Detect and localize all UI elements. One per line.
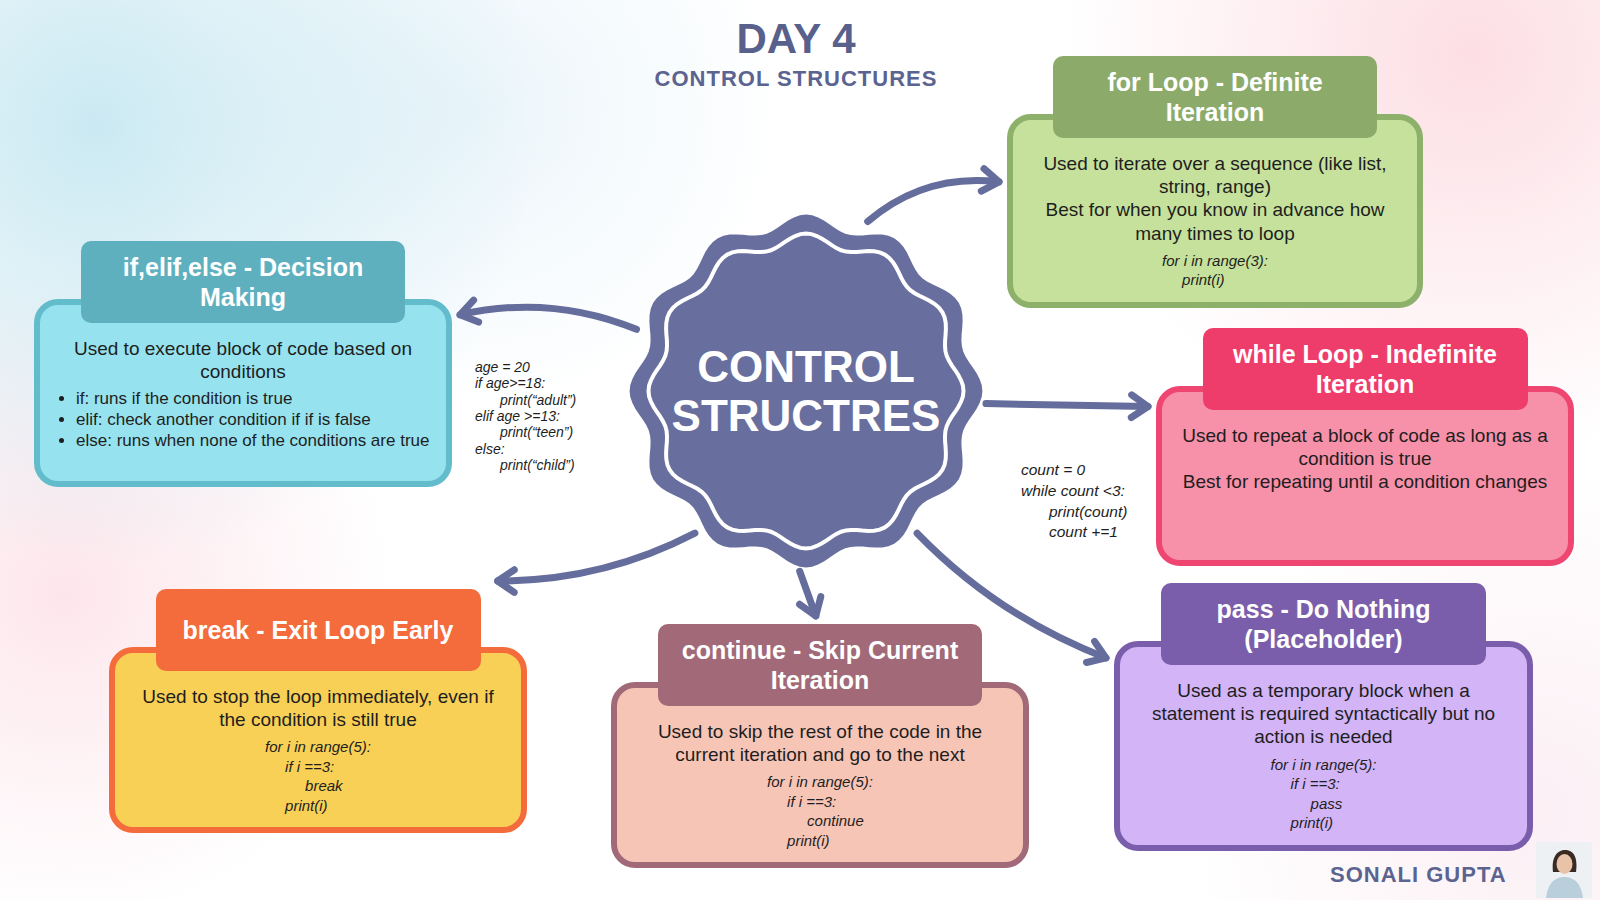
card-heading-tab: for Loop - Definite Iteration [1053,56,1377,138]
photo-body [1546,877,1583,898]
card-heading: if,elif,else - Decision Making [93,252,393,313]
connector-arrow [460,300,637,329]
card-heading: continue - Skip Current Iteration [670,635,970,696]
card-body: Used to execute block of code based on c… [34,299,452,487]
connector-arrow [800,571,821,616]
topic-card: continue - Skip Current IterationUsed to… [611,624,1029,868]
card-heading-tab: if,elif,else - Decision Making [81,241,405,323]
badge-outline [630,215,983,568]
description-text: Used to stop the loop immediately, even … [129,685,507,731]
connector-line [498,533,695,581]
card-heading: break - Exit Loop Early [183,615,454,646]
code-line: print(i) [1271,813,1377,833]
arrow-head [460,300,479,322]
code-line: count = 0 [1021,461,1085,480]
card-heading: pass - Do Nothing (Placeholder) [1173,594,1474,655]
code-line: print(“teen”) [500,424,573,441]
author-photo [1536,842,1592,898]
code-line: continue [767,811,873,831]
card-body: Used to stop the loop immediately, even … [109,647,527,833]
card-body: Used as a temporary block when a stateme… [1114,641,1533,851]
code-line: if age>=18: [475,375,545,392]
connector-line [868,180,999,221]
card-heading: for Loop - Definite Iteration [1065,67,1365,128]
connector-line [460,307,637,329]
code-line: for i in range(5): [1271,755,1377,775]
topic-card: while Loop - Indefinite IterationUsed to… [1156,328,1574,566]
card-heading-tab: continue - Skip Current Iteration [658,624,982,706]
badge-title: CONTROL STRUCTRES [656,342,956,441]
bullet-item: else: runs when none of the conditions a… [76,431,432,452]
author-name: SONALI GUPTA [1330,862,1507,888]
code-block: for i in range(3):print(i) [1162,251,1268,290]
connector-arrow [986,395,1148,418]
card-body: Used to repeat a block of code as long a… [1156,386,1574,566]
code-line: age = 20 [475,359,530,376]
code-line: print(“child”) [500,457,575,474]
card-heading-tab: pass - Do Nothing (Placeholder) [1161,583,1486,665]
description-text: Used to iterate over a sequence (like li… [1027,152,1403,198]
code-line: print(count) [1049,503,1127,522]
description-text: Used to execute block of code based on c… [54,337,432,383]
topic-card: break - Exit Loop EarlyUsed to stop the … [109,589,527,833]
connector-arrow [498,533,695,592]
description-text: Used to repeat a block of code as long a… [1176,424,1554,470]
bullet-item: if: runs if the condition is true [76,389,432,410]
topic-card: for Loop - Definite IterationUsed to ite… [1007,56,1423,308]
card-heading-tab: break - Exit Loop Early [156,589,481,671]
description-text: Used to skip the rest of the code in the… [631,720,1009,766]
description-text: Best for repeating until a condition cha… [1176,470,1554,493]
bullet-item: elif: check another condition if if is f… [76,410,432,431]
card-heading-tab: while Loop - Indefinite Iteration [1203,328,1528,410]
code-line: if i ==3: [265,757,371,777]
badge-ring [649,234,964,549]
connector-arrow [868,169,999,222]
arrow-head [1131,395,1148,418]
concept-badge: CONTROL STRUCTRES [626,211,986,571]
description-text: Used as a temporary block when a stateme… [1134,679,1513,749]
code-line: print(“adult”) [500,392,576,409]
card-heading: while Loop - Indefinite Iteration [1215,339,1516,400]
topic-card: pass - Do Nothing (Placeholder) Used as a… [1114,583,1533,851]
code-line: elif age >=13: [475,408,560,425]
code-line: for i in range(5): [767,772,873,792]
code-line: pass [1271,794,1377,814]
arrow-head [1087,641,1107,662]
code-line: for i in range(5): [265,737,371,757]
code-block: for i in range(5):if i ==3:passprint(i) [1271,755,1377,833]
code-line: while count <3: [1021,482,1125,501]
card-body: Used to iterate over a sequence (like li… [1007,114,1423,308]
code-line: print(i) [1162,270,1268,290]
code-block: for i in range(5):if i ==3:continueprint… [767,772,873,850]
code-line: if i ==3: [767,792,873,812]
code-line: for i in range(3): [1162,251,1268,271]
photo-ground [1536,842,1592,898]
bullet-list: if: runs if the condition is trueelif: c… [54,389,432,451]
code-line: else: [475,441,505,458]
code-line: break [265,776,371,796]
code-line: print(i) [767,831,873,851]
card-body: Used to skip the rest of the code in the… [611,682,1029,868]
arrow-head [800,597,821,616]
arrow-head [981,169,999,191]
code-line: print(i) [265,796,371,816]
description-text: Best for when you know in advance how ma… [1027,198,1403,244]
topic-card: if,elif,else - Decision MakingUsed to ex… [34,241,452,487]
arrow-head [498,570,515,593]
code-block: for i in range(5):if i ==3:breakprint(i) [265,737,371,815]
code-line: if i ==3: [1271,774,1377,794]
code-line: count +=1 [1049,523,1118,542]
connector-line [986,404,1148,407]
photo-face [1557,854,1573,874]
badge-text-box: CONTROL STRUCTRES [626,211,986,571]
